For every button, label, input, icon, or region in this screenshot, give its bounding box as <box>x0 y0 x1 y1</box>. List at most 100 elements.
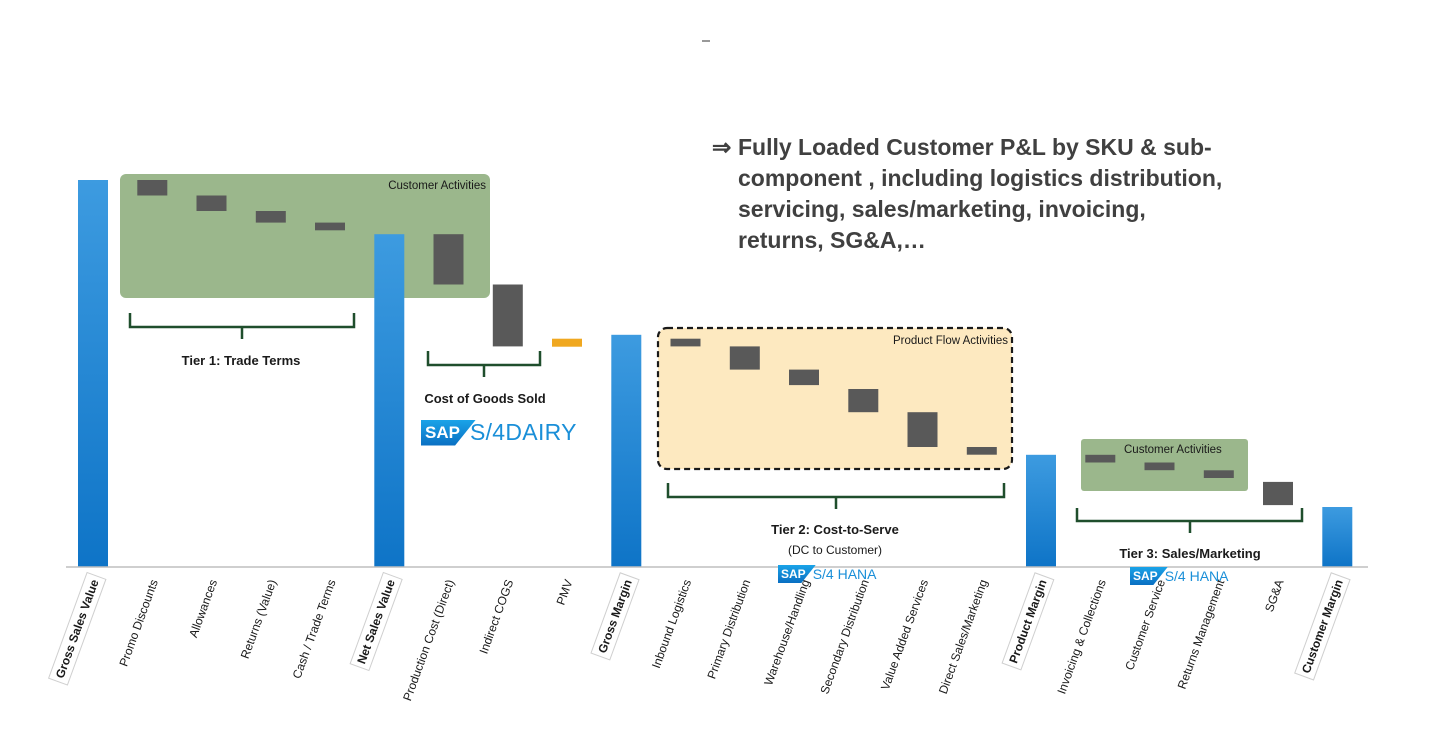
tier1-bracket <box>128 313 356 339</box>
tier3-bracket <box>1075 508 1304 533</box>
svg-text:PMV: PMV <box>554 578 576 607</box>
headline-line-1: Fully Loaded Customer P&L by SKU & sub- <box>738 134 1212 160</box>
bar-cash-trade-terms <box>315 222 345 231</box>
category-label-direct-sales-marketing: Direct Sales/Marketing <box>936 578 990 696</box>
svg-text:Invoicing & Collections: Invoicing & Collections <box>1054 578 1108 696</box>
tier2-bracket <box>666 483 1006 509</box>
customer-activities-label-1: Customer Activities <box>388 180 486 192</box>
svg-text:SG&A: SG&A <box>1262 578 1287 614</box>
decorative-dash <box>702 40 710 42</box>
s4dairy-text: S/4DAIRY <box>469 419 577 445</box>
bar-invoicing-collections <box>1085 454 1116 463</box>
category-label-net-sales-value: Net Sales Value <box>349 571 403 672</box>
headline-line-3: servicing, sales/marketing, invoicing, <box>738 196 1146 222</box>
bar-product-margin <box>1026 454 1056 567</box>
bar-inbound-logistics <box>670 338 701 347</box>
svg-text:Gross Margin: Gross Margin <box>595 578 635 655</box>
svg-text:Returns (Value): Returns (Value) <box>238 578 280 661</box>
s4hana-text: S/4 HANA <box>812 566 877 582</box>
category-label-allowances: Allowances <box>186 578 220 640</box>
bar-value-added-services <box>907 412 938 447</box>
sap-s4dairy-logo: SAP S/4DAIRY <box>421 419 577 446</box>
category-label-production-cost-direct: Production Cost (Direct) <box>400 578 457 703</box>
category-label-promo-discounts: Promo Discounts <box>116 578 160 669</box>
svg-text:Warehouse/Handling: Warehouse/Handling <box>761 578 812 688</box>
highlight-box-net-sales-value <box>349 571 403 672</box>
category-label-primary-distribution: Primary Distribution <box>704 578 753 681</box>
sap-badge: SAP <box>1130 567 1168 585</box>
sap-badge: SAP <box>778 565 816 583</box>
product-flow-activities-box <box>656 326 1014 471</box>
headline-line-2: component , including logistics distribu… <box>738 165 1223 191</box>
bar-pmv <box>552 338 582 347</box>
highlight-box-gross-margin <box>590 572 640 661</box>
category-label-sg-a: SG&A <box>1262 578 1287 614</box>
bar-sg-a <box>1263 481 1293 506</box>
svg-text:Indirect COGS: Indirect COGS <box>476 578 516 656</box>
headline-line-4: returns, SG&A,… <box>738 227 926 253</box>
category-label-customer-margin: Customer Margin <box>1294 572 1351 681</box>
headline-text: ⇒ Fully Loaded Customer P&L by SKU & sub… <box>712 132 1312 256</box>
category-label-customer-service: Customer Service <box>1122 577 1168 672</box>
tier3-label: Tier 3: Sales/Marketing <box>1119 546 1260 561</box>
cogs-label: Cost of Goods Sold <box>424 391 545 406</box>
category-label-returns-value: Returns (Value) <box>238 578 280 661</box>
category-label-warehouse-handling: Warehouse/Handling <box>761 578 812 688</box>
svg-text:Promo Discounts: Promo Discounts <box>116 578 160 669</box>
category-label-indirect-cogs: Indirect COGS <box>476 578 516 656</box>
bar-customer-service <box>1144 462 1175 471</box>
highlight-box-gross-sales-value <box>47 571 107 686</box>
category-label-value-added-services: Value Added Services <box>878 578 931 692</box>
customer-activities-label-2: Customer Activities <box>1124 444 1222 456</box>
bar-primary-distribution <box>729 346 760 370</box>
cogs-bracket <box>426 351 542 377</box>
tier1-label: Tier 1: Trade Terms <box>182 353 301 368</box>
category-label-cash-trade-terms: Cash / Trade Terms <box>290 578 339 681</box>
bar-gross-sales-value <box>78 180 108 567</box>
category-label-product-margin: Product Margin <box>1001 572 1055 671</box>
double-arrow-icon: ⇒ <box>712 134 732 160</box>
sap-s4hana-logo-2: SAP S/4 HANA <box>1130 567 1229 585</box>
category-label-invoicing-collections: Invoicing & Collections <box>1054 578 1108 696</box>
sap-s4hana-logo-1: SAP S/4 HANA <box>778 565 877 583</box>
svg-text:Gross Sales Value: Gross Sales Value <box>53 577 102 680</box>
tier2-sublabel: (DC to Customer) <box>788 543 882 557</box>
bar-returns-value <box>255 211 286 223</box>
svg-text:Returns Management: Returns Management <box>1175 577 1228 691</box>
category-label-inbound-logistics: Inbound Logistics <box>649 578 694 671</box>
highlight-box-product-margin <box>1001 572 1055 671</box>
bar-secondary-distribution <box>848 389 879 413</box>
bar-indirect-cogs <box>492 284 523 347</box>
category-label-gross-margin: Gross Margin <box>590 572 640 661</box>
bar-customer-margin <box>1322 507 1353 567</box>
svg-text:Direct Sales/Marketing: Direct Sales/Marketing <box>936 578 990 696</box>
svg-text:Net Sales Value: Net Sales Value <box>354 577 398 665</box>
category-label-secondary-distribution: Secondary Distribution <box>817 578 871 696</box>
svg-text:Value Added Services: Value Added Services <box>878 578 931 692</box>
bar-warehouse-handling <box>789 369 819 386</box>
category-label-pmv: PMV <box>554 578 576 607</box>
category-label-gross-sales-value: Gross Sales Value <box>47 571 107 686</box>
svg-text:Customer Margin: Customer Margin <box>1299 578 1346 676</box>
svg-text:Customer Service: Customer Service <box>1122 577 1168 672</box>
bar-direct-sales-marketing <box>966 447 997 455</box>
tier2-label: Tier 2: Cost-to-Serve <box>771 522 899 537</box>
sap-badge: SAP <box>421 419 476 446</box>
svg-text:Allowances: Allowances <box>186 578 220 640</box>
bar-net-sales-value <box>374 234 405 567</box>
svg-text:Primary Distribution: Primary Distribution <box>704 578 753 681</box>
bar-gross-margin <box>611 334 642 567</box>
bar-allowances <box>196 195 227 211</box>
bar-promo-discounts <box>137 180 168 196</box>
category-label-returns-management: Returns Management <box>1175 577 1228 691</box>
svg-text:Cash / Trade Terms: Cash / Trade Terms <box>290 578 339 681</box>
s4hana-text: S/4 HANA <box>1164 568 1229 584</box>
svg-text:Production Cost (Direct): Production Cost (Direct) <box>400 578 457 703</box>
bar-returns-management <box>1203 470 1234 478</box>
highlight-box-customer-margin <box>1294 572 1351 681</box>
product-flow-activities-label: Product Flow Activities <box>893 335 1008 347</box>
svg-text:Secondary Distribution: Secondary Distribution <box>817 578 871 696</box>
bar-production-cost-direct <box>433 234 464 285</box>
svg-text:Inbound Logistics: Inbound Logistics <box>649 578 694 671</box>
